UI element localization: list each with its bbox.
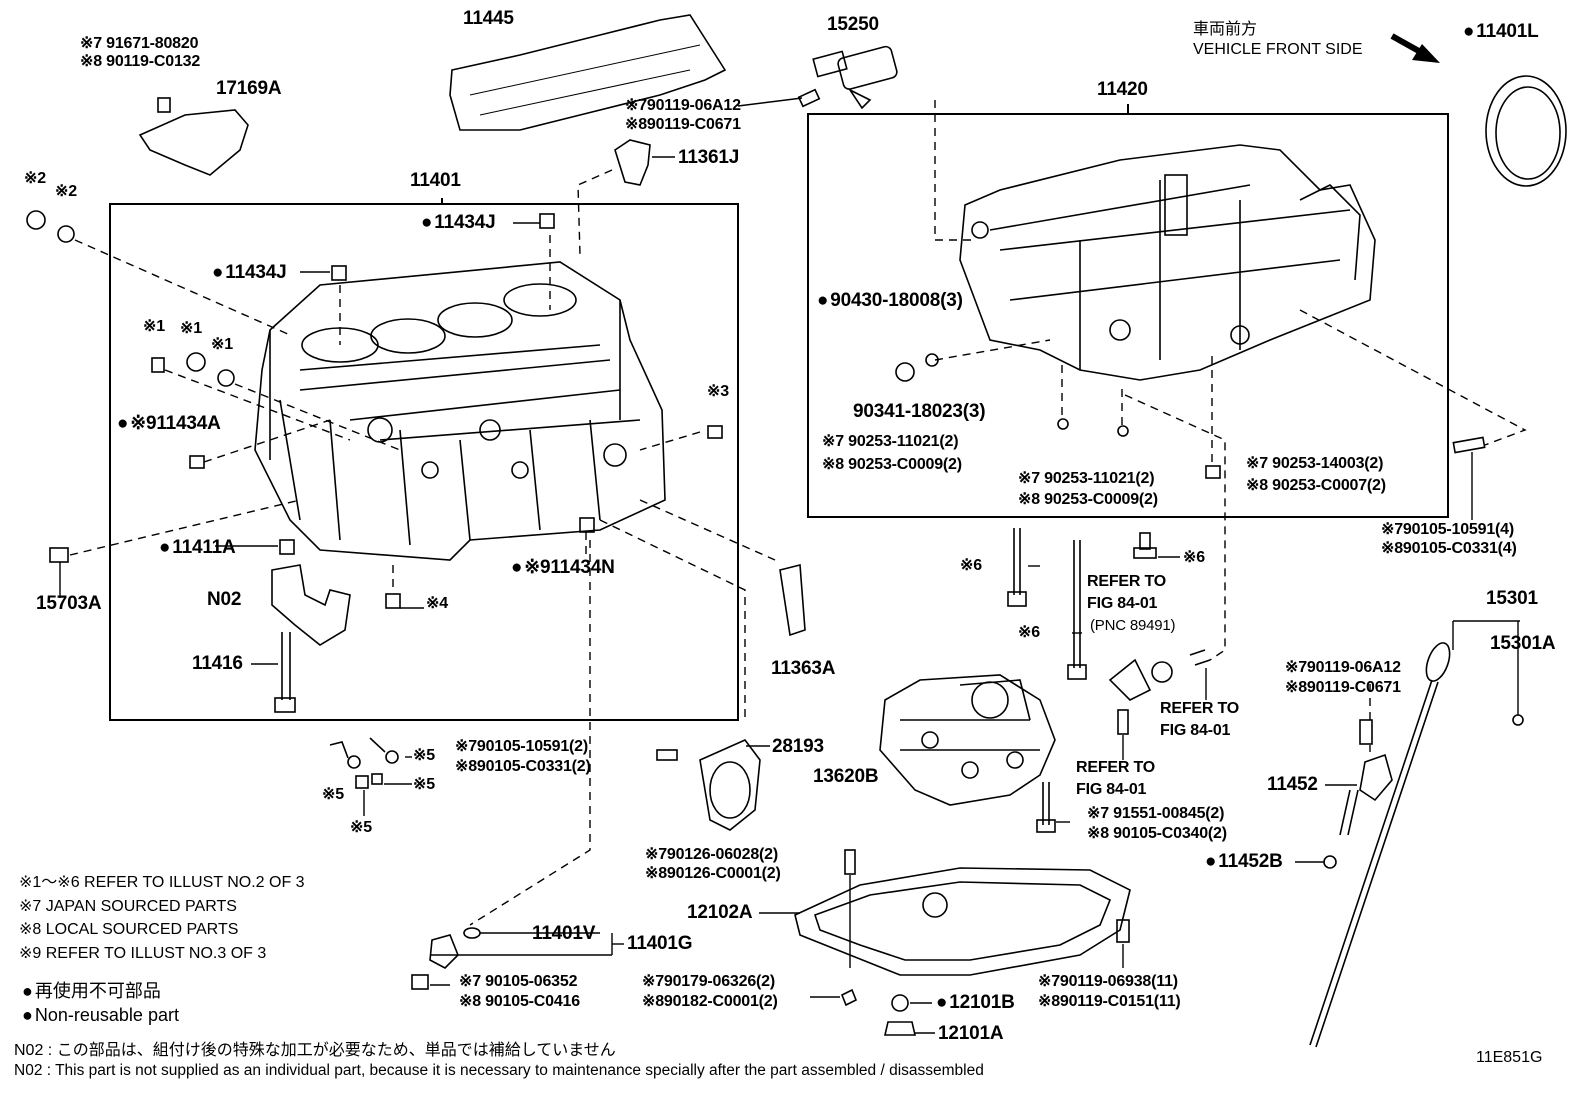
label-90253-c0009-a: ※8 90253-C0009(2) xyxy=(822,456,962,473)
label-90253-14003: ※7 90253-14003(2) xyxy=(1246,455,1384,472)
label-mark2-a: ※2 xyxy=(24,170,46,187)
label-90179-06326: ※790179-06326(2) xyxy=(642,973,775,990)
label-13620b: 13620B xyxy=(813,766,879,787)
label-15250: 15250 xyxy=(827,14,879,35)
label-90430-18008: 90430-18008(3) xyxy=(817,291,963,311)
label-pnc-89491: (PNC 89491) xyxy=(1090,617,1176,634)
note-n02-en: N02 : This part is not supplied as an in… xyxy=(14,1062,984,1079)
label-90119-c0671-top: ※890119-C0671 xyxy=(625,116,741,133)
note-refer-illust-3: ※9 REFER TO ILLUST NO.3 OF 3 xyxy=(19,945,267,962)
sensor-15250-drawing xyxy=(812,45,898,110)
label-mark3: ※3 xyxy=(707,383,729,400)
drawing-code: 11E851G xyxy=(1476,1049,1543,1066)
cover-11445-drawing xyxy=(449,14,727,131)
vehicle-front-arrow xyxy=(1390,33,1440,63)
note-nonreusable-en: Non-reusable part xyxy=(22,1005,179,1025)
label-refer-84-01-c-fig: FIG 84-01 xyxy=(1076,781,1147,798)
label-mark2-b: ※2 xyxy=(55,183,77,200)
label-90341-18023: 90341-18023(3) xyxy=(853,401,986,422)
label-11434j-mid: 11434J xyxy=(212,263,286,283)
label-90182-c0001: ※890182-C0001(2) xyxy=(642,993,778,1010)
note-local-sourced: ※8 LOCAL SOURCED PARTS xyxy=(19,921,239,938)
label-91671-80820: ※7 91671-80820 xyxy=(80,35,199,52)
oil-seal-drawing xyxy=(1485,75,1567,187)
label-mark5-d: ※5 xyxy=(350,819,372,836)
label-mark6-a: ※6 xyxy=(960,557,982,574)
label-refer-84-01-a: REFER TO xyxy=(1087,573,1167,590)
label-12101b: 12101B xyxy=(936,993,1015,1013)
label-90105-c0331-4: ※890105-C0331(4) xyxy=(1381,540,1517,557)
label-90119-c0151: ※890119-C0151(11) xyxy=(1038,993,1181,1010)
label-mark6-c: ※6 xyxy=(1018,624,1040,641)
label-90126-06028: ※790126-06028(2) xyxy=(645,846,778,863)
direction-label-jp: 車両前方 xyxy=(1193,21,1258,38)
cylinder-block-drawing xyxy=(254,261,666,561)
oil-pan-upper-drawing xyxy=(959,144,1376,381)
label-11452b: 11452B xyxy=(1205,852,1283,872)
label-mark6-b: ※6 xyxy=(1183,549,1205,566)
label-refer-84-01-c: REFER TO xyxy=(1076,759,1156,776)
label-11363a: 11363A xyxy=(771,658,836,679)
label-15301a: 15301A xyxy=(1490,633,1556,654)
label-90105-10591-2: ※790105-10591(2) xyxy=(455,738,588,755)
label-90253-c0009-b: ※8 90253-C0009(2) xyxy=(1018,491,1158,508)
note-nonreusable-jp: 再使用不可部品 xyxy=(22,981,161,1001)
label-90105-c0340: ※8 90105-C0340(2) xyxy=(1087,825,1227,842)
label-90253-c0007: ※8 90253-C0007(2) xyxy=(1246,477,1386,494)
label-mark5-c: ※5 xyxy=(322,786,344,803)
label-15301: 15301 xyxy=(1486,588,1538,609)
label-12101a: 12101A xyxy=(938,1023,1004,1044)
label-12102a: 12102A xyxy=(687,902,753,923)
frame-11401 xyxy=(109,203,739,721)
label-90105-c0416: ※8 90105-C0416 xyxy=(459,993,580,1010)
label-refer-84-01-b-fig: FIG 84-01 xyxy=(1160,722,1231,739)
label-11401g: 11401G xyxy=(627,933,693,954)
label-90119-06938: ※790119-06938(11) xyxy=(1038,973,1178,990)
label-11411a: 11411A xyxy=(159,538,235,558)
label-91551-00845: ※7 91551-00845(2) xyxy=(1087,805,1225,822)
label-90119-c0132: ※8 90119-C0132 xyxy=(80,53,201,70)
label-11361j: 11361J xyxy=(678,147,740,168)
note-refer-illust-2: ※1～※6 REFER TO ILLUST NO.2 OF 3 xyxy=(19,874,305,891)
label-mark1-a: ※1 xyxy=(143,318,165,335)
oil-pump-drawing xyxy=(879,674,1056,806)
label-mark1-b: ※1 xyxy=(180,320,202,337)
label-11445: 11445 xyxy=(463,8,514,29)
label-mark4: ※4 xyxy=(426,595,448,612)
label-11401v: 11401V xyxy=(532,923,596,944)
label-mark5-b: ※5 xyxy=(413,776,435,793)
label-refer-84-01-a-fig: FIG 84-01 xyxy=(1087,595,1158,612)
label-refer-84-01-b: REFER TO xyxy=(1160,700,1240,717)
label-11420: 11420 xyxy=(1097,79,1148,100)
note-n02-jp: N02 : この部品は、組付け後の特殊な加工が必要なため、単品では補給していませ… xyxy=(14,1042,616,1059)
label-90105-06352: ※7 90105-06352 xyxy=(459,973,578,990)
label-n02: N02 xyxy=(207,589,242,610)
label-28193: 28193 xyxy=(772,736,824,757)
oil-pan-lower-drawing xyxy=(794,867,1131,976)
bracket-17169a-drawing xyxy=(138,109,249,176)
label-11434j-top: 11434J xyxy=(421,213,495,233)
label-90253-11021-a: ※7 90253-11021(2) xyxy=(822,433,959,450)
label-11401l: 11401L xyxy=(1463,22,1538,42)
note-japan-sourced: ※7 JAPAN SOURCED PARTS xyxy=(19,898,237,915)
direction-label-en: VEHICLE FRONT SIDE xyxy=(1193,41,1363,58)
label-11452: 11452 xyxy=(1267,774,1318,795)
label-90119-06a12-right: ※790119-06A12 xyxy=(1285,659,1401,676)
label-11401: 11401 xyxy=(410,170,461,191)
label-11434n: ※911434N xyxy=(511,558,615,578)
label-15703a: 15703A xyxy=(36,593,102,614)
label-mark1-c: ※1 xyxy=(211,336,233,353)
label-17169a: 17169A xyxy=(216,78,282,99)
label-11416: 11416 xyxy=(192,653,243,674)
label-mark5-a: ※5 xyxy=(413,747,435,764)
label-90119-06a12-top: ※790119-06A12 xyxy=(625,97,741,114)
label-90126-c0001: ※890126-C0001(2) xyxy=(645,865,781,882)
label-90105-10591-4: ※790105-10591(4) xyxy=(1381,521,1514,538)
label-90119-c0671-right: ※890119-C0671 xyxy=(1285,679,1401,696)
label-11434a: ※911434A xyxy=(117,414,221,434)
label-90253-11021-b: ※7 90253-11021(2) xyxy=(1018,470,1155,487)
label-90105-c0331-2: ※890105-C0331(2) xyxy=(455,758,591,775)
